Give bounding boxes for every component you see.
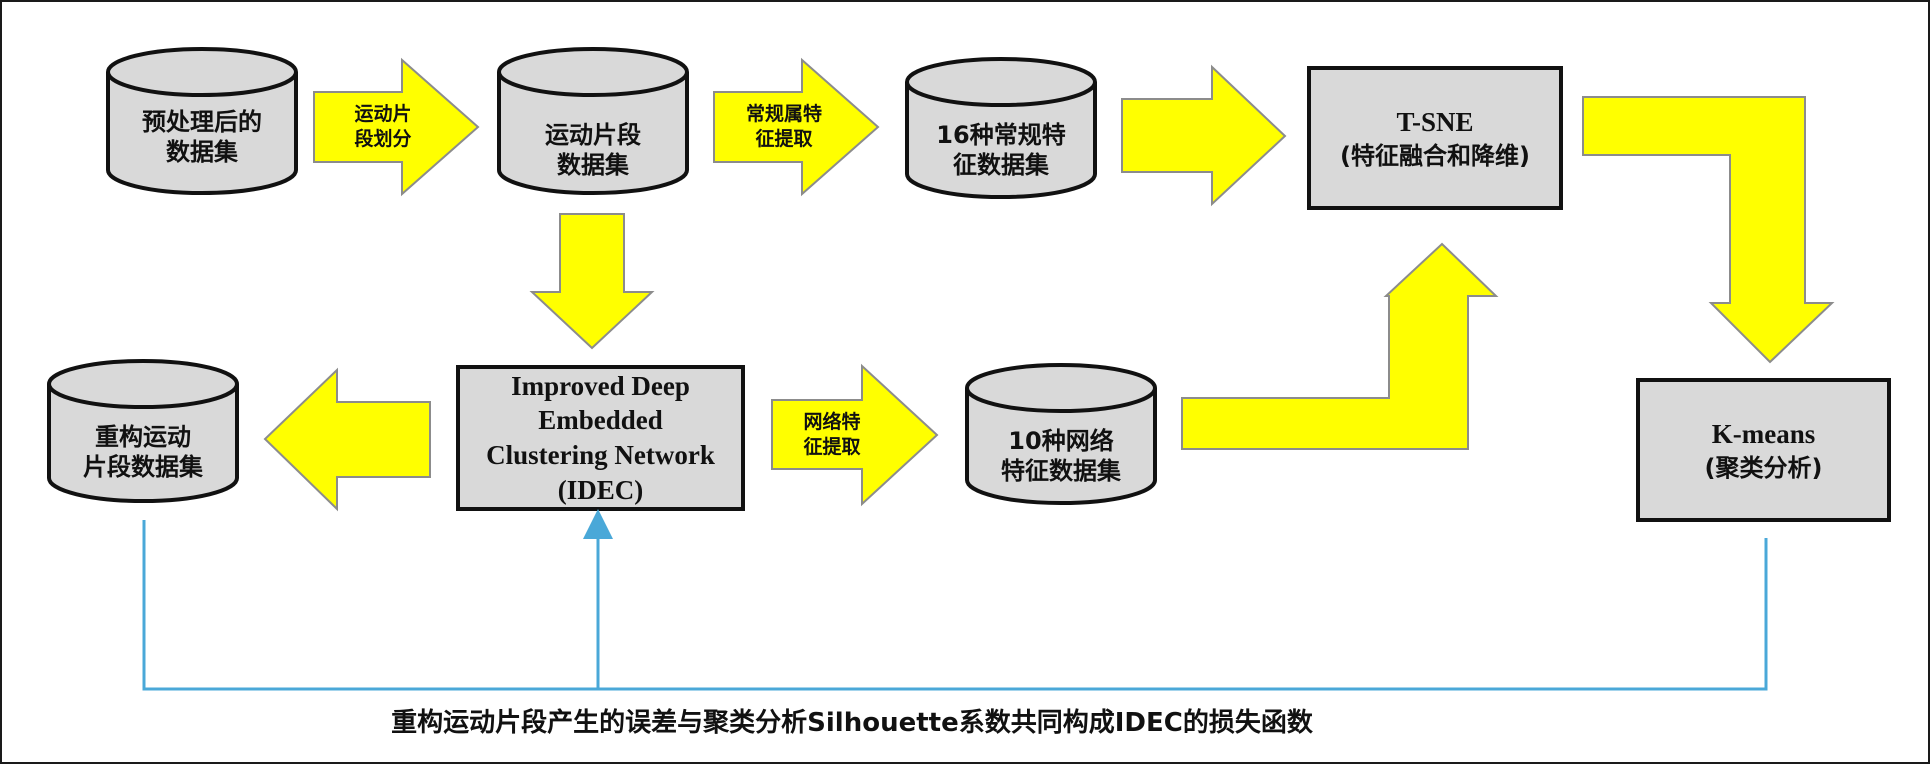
label-arrow-segmentation: 运动片 段划分 (320, 92, 446, 162)
arrow-to-tsne (1121, 64, 1287, 207)
label-line: 10种网络 (1008, 427, 1114, 455)
block-arrows (263, 57, 1835, 512)
caption-text: 重构运动片段产生的误差与聚类分析Silhouette系数共同构成IDEC的损失函… (391, 708, 1313, 738)
box-tsne (1307, 66, 1563, 210)
label-network-features: 10种网络 特征数据集 (967, 416, 1155, 496)
label-line: 征提取 (803, 435, 861, 458)
label-line: Embedded (538, 405, 663, 436)
label-arrow-network-extraction: 网络特 征提取 (772, 400, 892, 469)
label-line: (IDEC) (557, 474, 644, 505)
label-line: (特征融合和降维) (1340, 141, 1530, 170)
label-kmeans: K-means (聚类分析) (1638, 380, 1889, 520)
label-line: 段划分 (354, 128, 412, 150)
label-line: 征数据集 (953, 151, 1049, 179)
cylinder-conventional-features (905, 57, 1097, 199)
label-line: (聚类分析) (1704, 453, 1823, 482)
label-line: 运动片段 (545, 121, 641, 149)
arrow-network-extraction (771, 363, 939, 507)
label-tsne: T-SNE (特征融合和降维) (1309, 68, 1561, 208)
cylinder-segment-dataset (497, 47, 689, 195)
label-arrow-conventional-extraction: 常规属特 征提取 (716, 92, 852, 162)
cylinder-preprocessed-dataset (106, 47, 298, 195)
label-idec: Improved Deep Embedded Clustering Networ… (458, 367, 743, 509)
arrow-segment-down (529, 213, 655, 350)
label-line: T-SNE (1396, 107, 1474, 138)
feedback-loop (142, 509, 1768, 691)
label-line: 运动片 (354, 103, 412, 126)
arrow-network-to-tsne (1181, 242, 1499, 450)
label-line: 征提取 (755, 128, 813, 150)
label-line: K-means (1711, 419, 1816, 450)
loss-function-caption: 重构运动片段产生的误差与聚类分析Silhouette系数共同构成IDEC的损失函… (2, 702, 1928, 739)
label-line: 预处理后的 (142, 108, 262, 136)
label-line: 数据集 (166, 138, 238, 166)
arrow-conventional-extraction (713, 57, 880, 197)
arrow-idec-to-reconstructed (263, 367, 431, 512)
label-line: 数据集 (557, 151, 629, 179)
arrow-segmentation (313, 57, 480, 197)
label-line: Improved Deep (511, 370, 690, 401)
label-line: 重构运动 (95, 423, 191, 451)
feedback-line-bottom (142, 520, 1768, 691)
label-reconstructed-segments: 重构运动 片段数据集 (49, 412, 237, 492)
box-kmeans (1636, 378, 1891, 522)
label-line: Clustering Network (486, 440, 715, 470)
label-segment-dataset: 运动片段 数据集 (499, 110, 687, 190)
cylinder-network-features (965, 363, 1157, 505)
label-line: 网络特 (803, 410, 861, 433)
label-preprocessed-dataset: 预处理后的 数据集 (108, 97, 296, 177)
cylinder-reconstructed-segments (47, 359, 239, 503)
label-conventional-features: 16种常规特 征数据集 (907, 110, 1095, 190)
label-line: 片段数据集 (83, 453, 203, 481)
label-line: 常规属特 (745, 103, 822, 126)
arrow-tsne-to-kmeans (1582, 96, 1835, 364)
label-line: 特征数据集 (1001, 457, 1121, 485)
label-line: 16种常规特 (936, 121, 1066, 149)
